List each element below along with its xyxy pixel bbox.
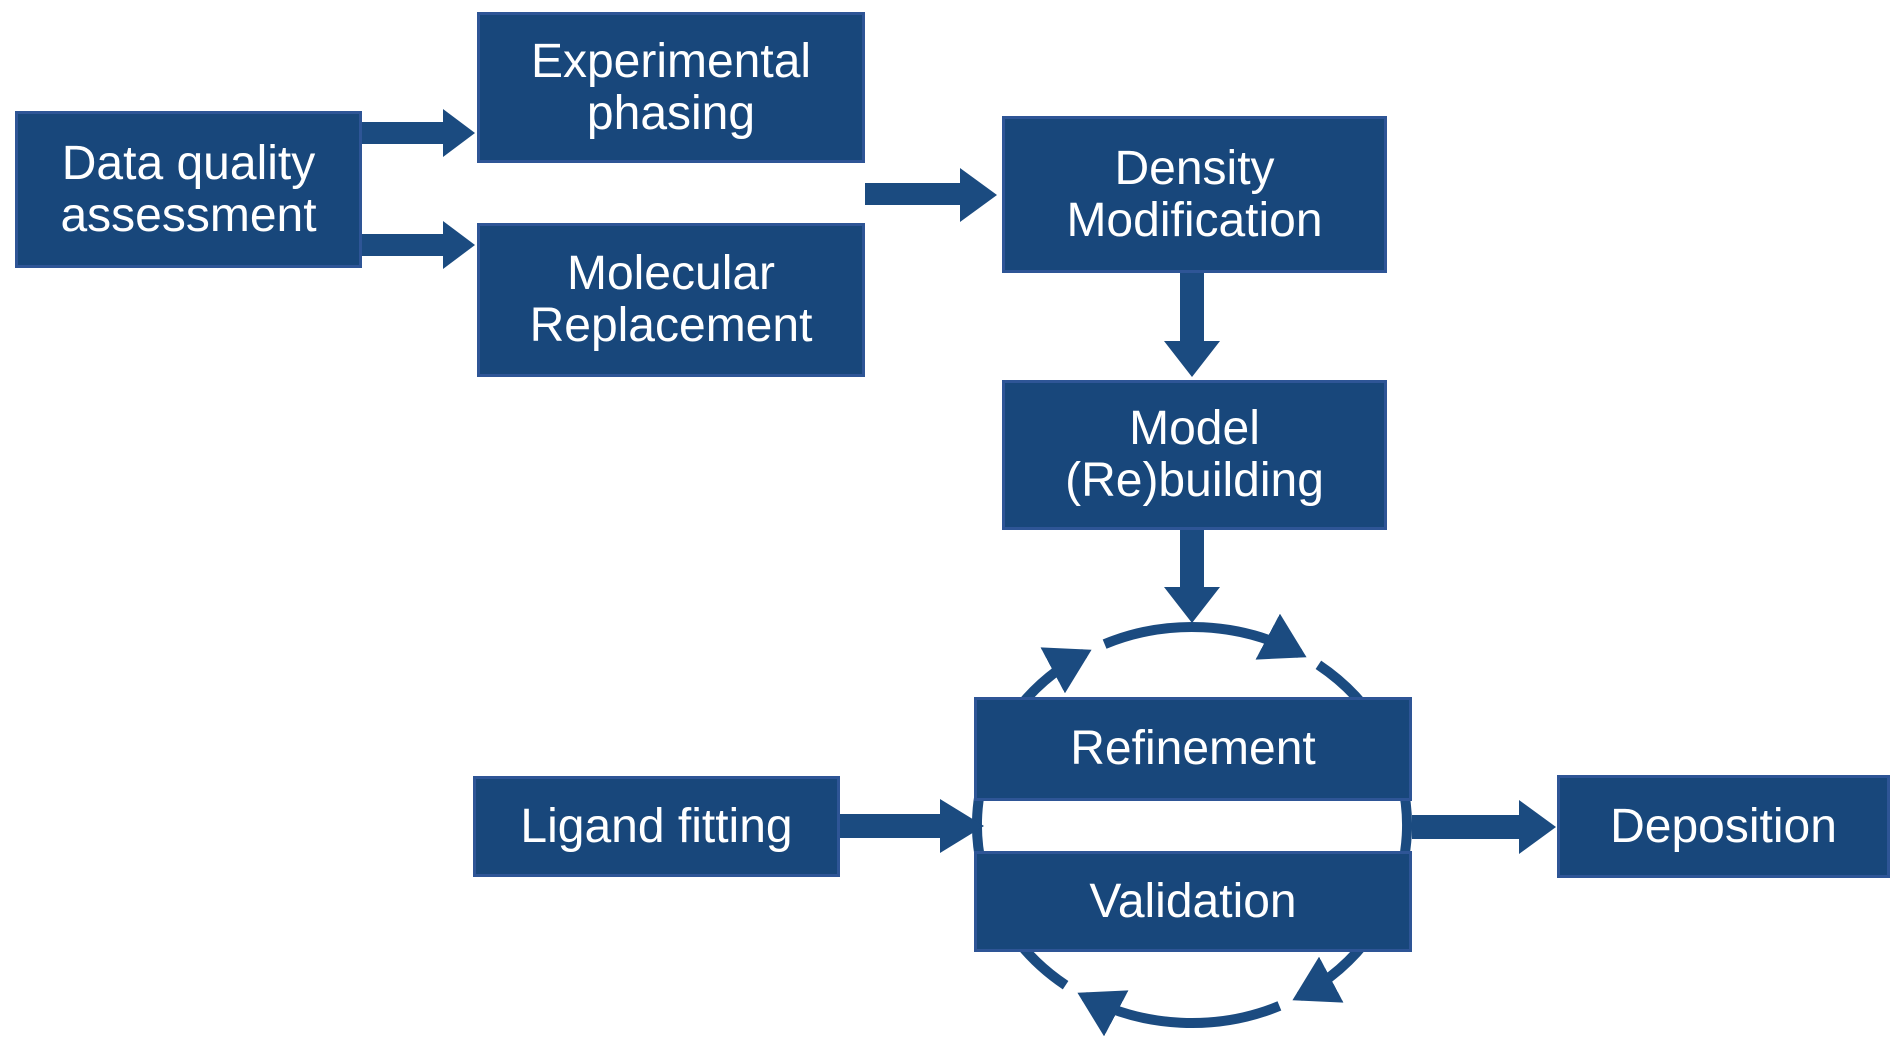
node-label-line: phasing [586, 86, 756, 140]
node-label-line: Experimental [530, 34, 812, 88]
arrow-model-to-cycle-icon [1164, 530, 1220, 623]
flow-arrows [362, 109, 1556, 854]
arrow-density-to-model-icon [1164, 273, 1220, 377]
node-ligand-fitting: Ligand fitting [473, 776, 840, 877]
node-label: Refinement [1070, 722, 1316, 775]
node-data-quality-assessment: Data quality assessment [15, 111, 362, 268]
arrow-data-to-phasing-icon [362, 109, 475, 157]
node-label-line: Molecular [566, 247, 776, 300]
node-label: Validation [1089, 874, 1297, 928]
node-label-line: Modification [1066, 193, 1323, 247]
node-deposition: Deposition [1557, 775, 1890, 878]
node-label-line: Model [1129, 402, 1260, 455]
node-experimental-phasing: Experimental phasing [477, 12, 865, 163]
node-label-line: Replacement [529, 299, 813, 352]
node-label-line: assessment [60, 188, 317, 242]
node-density-modification: Density Modification [1002, 116, 1387, 273]
arrow-data-to-replacement-icon [362, 221, 475, 269]
node-molecular-replacement: Molecular Replacement [477, 223, 865, 377]
node-refinement: Refinement [974, 697, 1412, 801]
arrow-phasing-to-density-icon [865, 168, 997, 222]
node-label: Ligand fitting [520, 799, 793, 853]
refinement-validation-cycle-icon [971, 613, 1413, 1037]
node-validation: Validation [974, 851, 1412, 952]
node-label-line: Density [1114, 141, 1275, 195]
arrow-ligand-to-cycle-icon [840, 799, 984, 853]
arrow-cycle-to-deposition-icon [1412, 800, 1556, 854]
node-label-line: (Re)building [1065, 454, 1324, 507]
cycle-arc-top-icon [1102, 613, 1307, 660]
node-label: Deposition [1610, 799, 1837, 853]
node-model-rebuilding: Model (Re)building [1002, 380, 1387, 530]
cycle-arc-bottom-icon [1077, 990, 1282, 1037]
node-label-line: Data quality [61, 136, 316, 190]
